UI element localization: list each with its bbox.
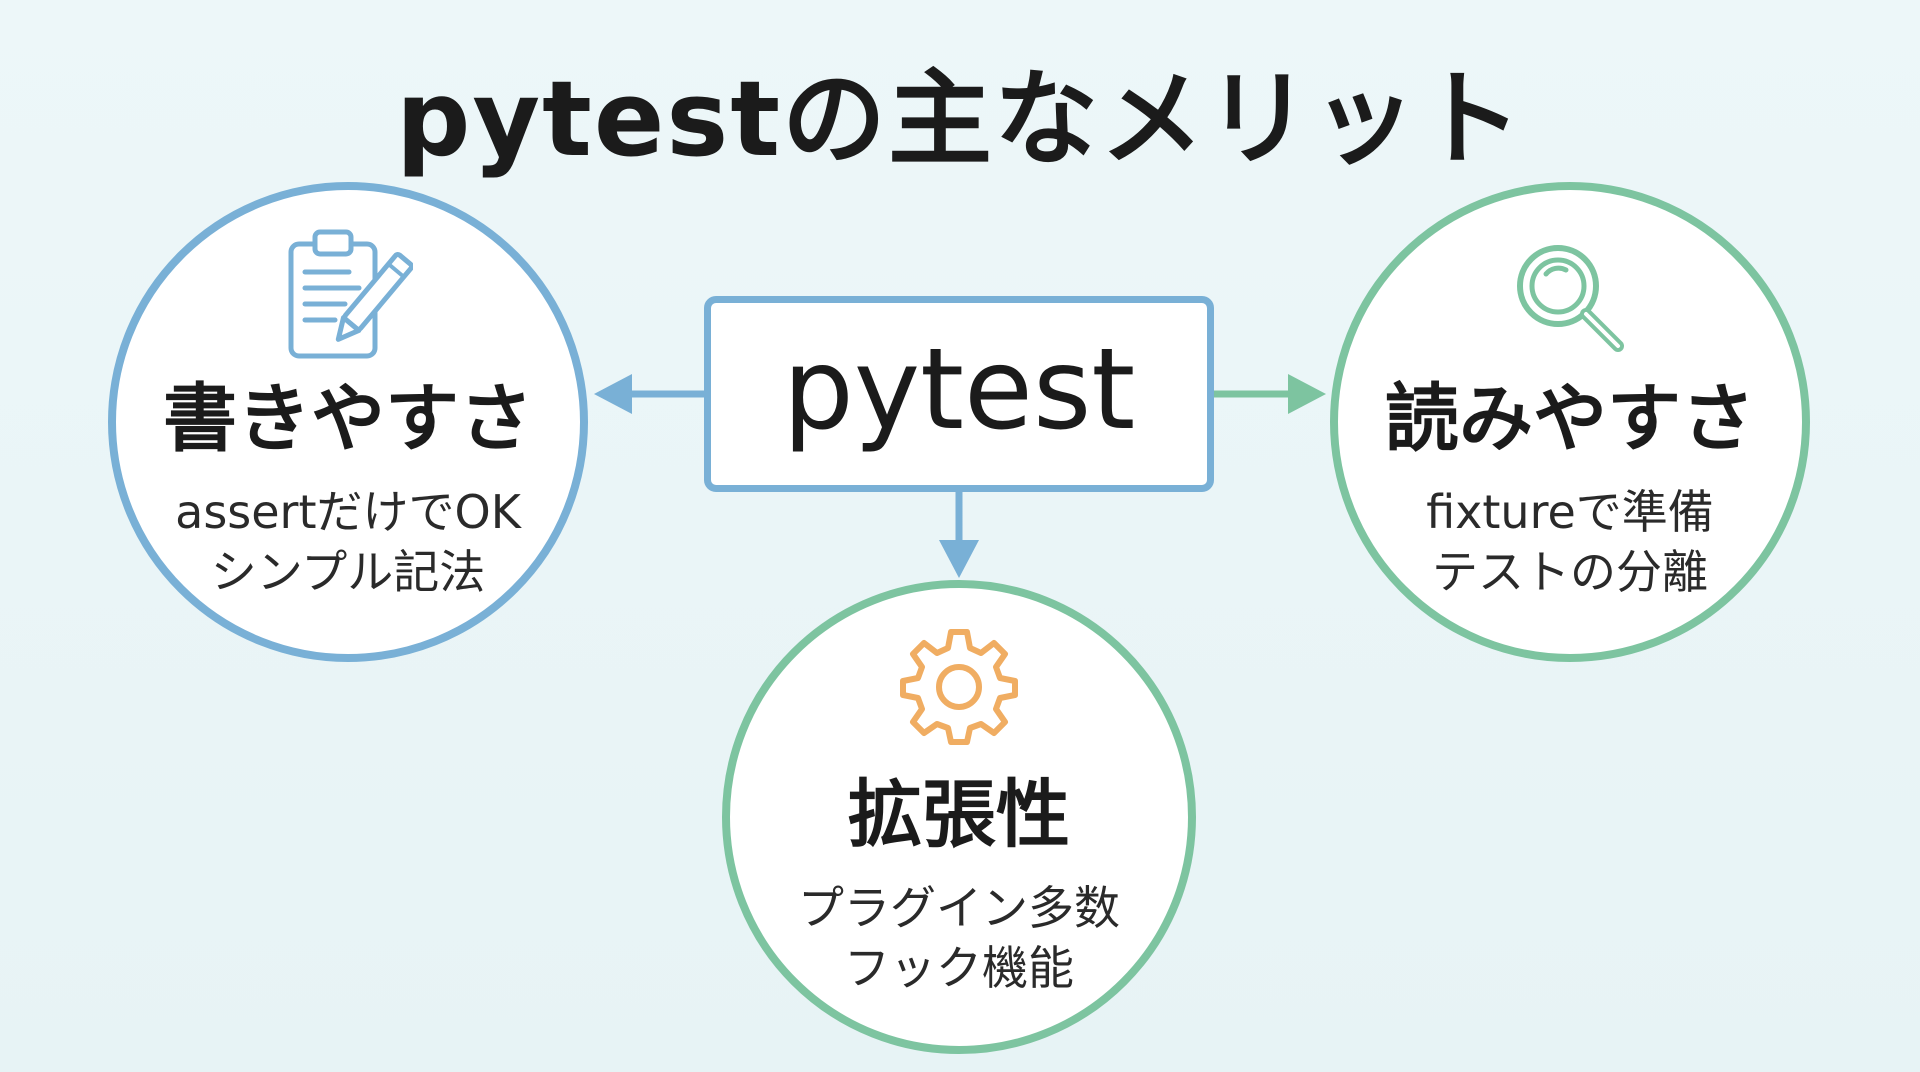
arrow-to-bottom-head: [939, 540, 979, 578]
node-writability-desc: assertだけでOK シンプル記法: [116, 482, 580, 602]
page-title: pytestの主なメリット: [395, 58, 1525, 180]
clipboard-pencil-icon: [283, 228, 415, 368]
center-box: pytest: [704, 296, 1214, 492]
center-label: pytest: [782, 325, 1136, 455]
node-writability-line-2: シンプル記法: [210, 545, 486, 599]
node-extensibility-title: 拡張性: [848, 772, 1070, 858]
node-readability-line-2: テストの分離: [1432, 545, 1708, 599]
node-writability-title: 書きやすさ: [163, 376, 533, 462]
node-extensibility-line-1: プラグイン多数: [798, 881, 1120, 935]
node-writability-line-1: assertだけでOK: [175, 485, 521, 539]
node-writability: 書きやすさ assertだけでOK シンプル記法: [108, 182, 588, 662]
node-readability-title: 読みやすさ: [1385, 376, 1755, 462]
node-readability: 読みやすさ fixtureで準備 テストの分離: [1330, 182, 1810, 662]
arrow-to-left-head: [594, 374, 632, 414]
gear-icon: [897, 624, 1021, 752]
arrow-to-right-head: [1288, 374, 1326, 414]
magnifier-icon: [1508, 236, 1632, 364]
node-extensibility-line-2: フック機能: [844, 941, 1074, 995]
node-extensibility-desc: プラグイン多数 フック機能: [730, 878, 1188, 998]
node-readability-desc: fixtureで準備 テストの分離: [1338, 482, 1802, 602]
node-extensibility: 拡張性 プラグイン多数 フック機能: [722, 580, 1196, 1054]
node-readability-line-1: fixtureで準備: [1426, 485, 1714, 539]
